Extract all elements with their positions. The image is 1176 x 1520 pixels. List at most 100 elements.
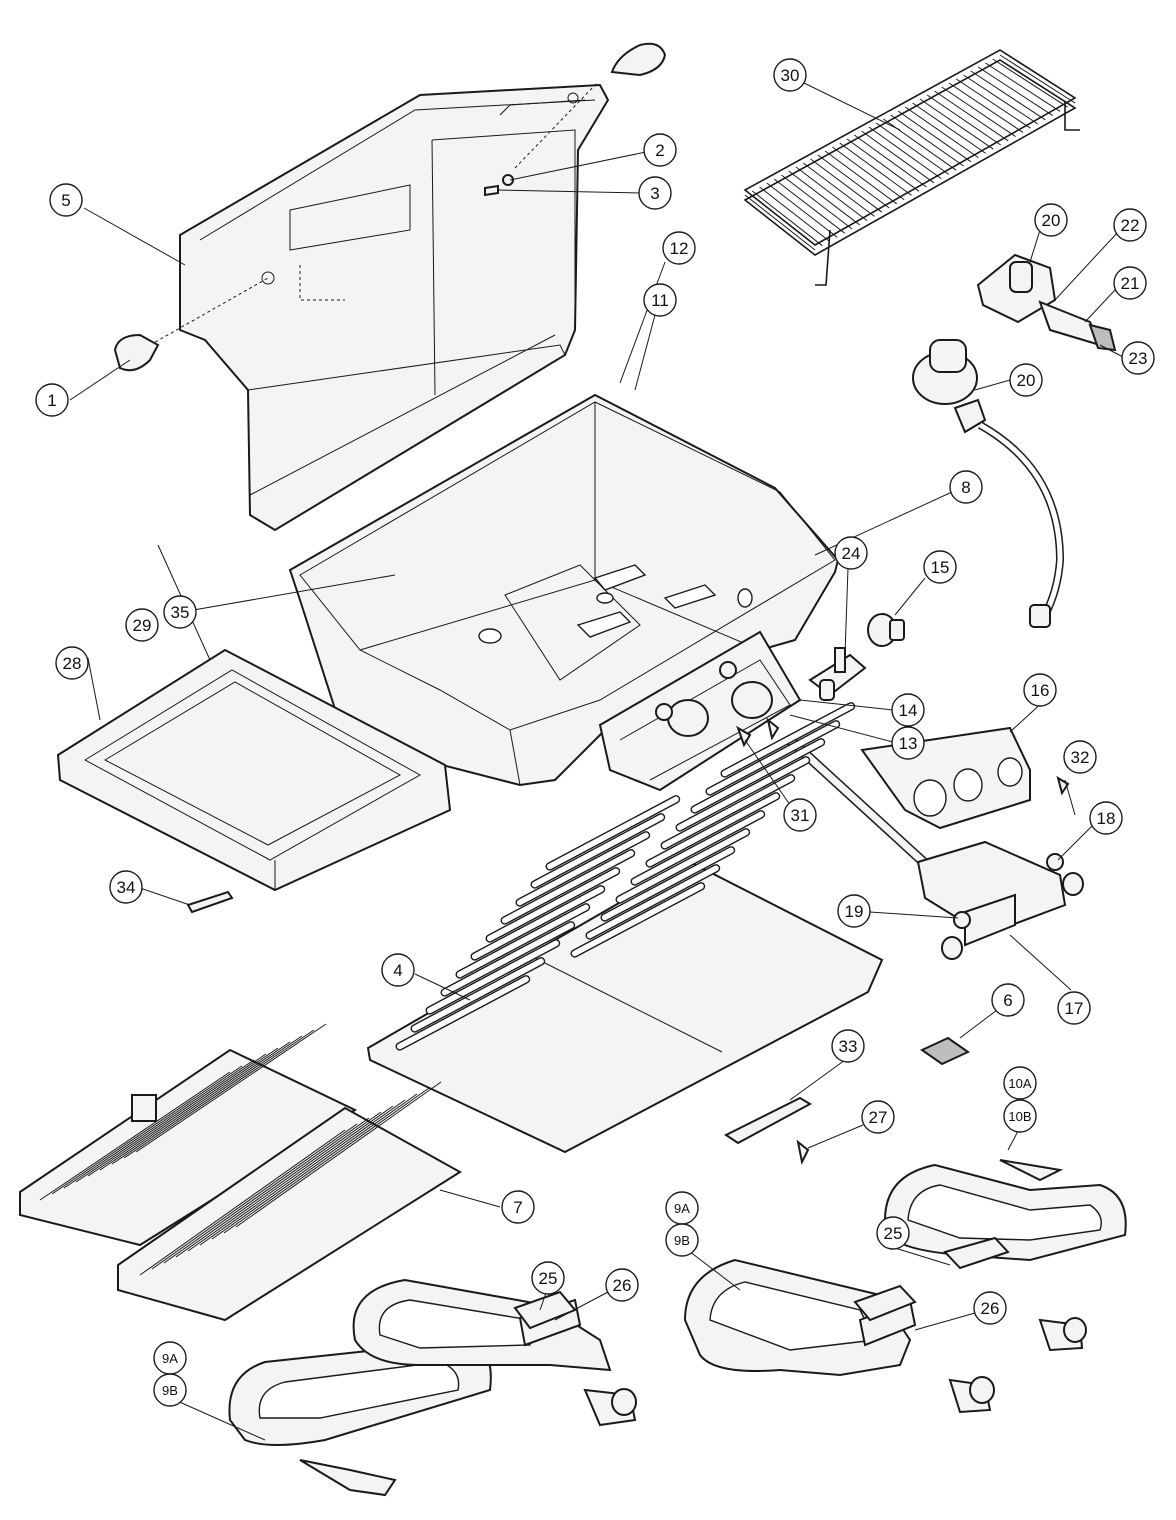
svg-text:32: 32 [1071,748,1090,767]
bolt [484,184,499,197]
burner-bracket [943,1236,1010,1270]
control-knob [867,613,905,647]
svg-text:21: 21 [1121,274,1140,293]
callout-7: 7 [501,1190,535,1224]
screw [796,1139,810,1166]
callout-29: 29 [125,608,159,642]
callout-26-left: 26 [605,1268,639,1302]
callout-21: 21 [1113,266,1147,300]
svg-text:34: 34 [117,878,136,897]
screw [1056,775,1070,796]
svg-text:16: 16 [1031,681,1050,700]
svg-text:5: 5 [61,191,70,210]
svg-text:33: 33 [839,1037,858,1056]
callout-19: 19 [837,894,871,928]
screw-34 [186,890,234,914]
svg-text:7: 7 [513,1198,522,1217]
svg-text:1: 1 [47,391,56,410]
callout-16: 16 [1023,673,1057,707]
svg-text:25: 25 [884,1224,903,1243]
burner-bracket [853,1284,917,1322]
svg-text:20: 20 [1017,371,1036,390]
callouts: 1 2 3 4 5 6 7 8 9A 9B 9A 9B 10A 10B 11 1… [35,58,1155,1407]
callout-18: 18 [1089,801,1123,835]
svg-text:20: 20 [1042,211,1061,230]
svg-text:25: 25 [539,1269,558,1288]
callout-22: 22 [1113,208,1147,242]
briquette-trays [19,1023,462,1322]
callout-1: 1 [35,383,69,417]
burner-right-inner [883,1159,1127,1352]
callout-33: 33 [831,1029,865,1063]
callout-12: 12 [662,231,696,265]
callout-9b-right: 9B [665,1223,699,1257]
svg-text:6: 6 [1003,991,1012,1010]
callout-8: 8 [949,470,983,504]
crossover-tube [786,736,1084,960]
callout-10a: 10A [1003,1066,1037,1100]
callout-6: 6 [991,983,1025,1017]
callout-24: 24 [834,536,868,570]
svg-text:35: 35 [171,603,190,622]
svg-text:17: 17 [1065,999,1084,1018]
callout-4: 4 [381,953,415,987]
callout-13: 13 [891,726,925,760]
callout-30: 30 [773,58,807,92]
callout-20-top: 20 [1034,203,1068,237]
control-panel [598,630,802,792]
svg-text:10B: 10B [1008,1109,1031,1124]
svg-text:19: 19 [845,902,864,921]
burner-left-inner [352,1278,637,1427]
svg-text:9B: 9B [674,1233,690,1248]
callout-11: 11 [643,283,677,317]
callout-25-right: 25 [876,1216,910,1250]
svg-text:8: 8 [961,478,970,497]
valve-assembly [976,253,1117,352]
callout-3: 3 [638,176,672,210]
cooking-grate [366,702,884,1154]
svg-text:12: 12 [670,239,689,258]
callout-23: 23 [1121,341,1155,375]
svg-text:14: 14 [899,701,918,720]
svg-text:31: 31 [791,806,810,825]
burner-left-outer [228,1338,492,1497]
svg-text:9A: 9A [162,1351,178,1366]
svg-text:15: 15 [931,558,950,577]
callout-9b-left: 9B [153,1373,187,1407]
lid [149,81,610,532]
callout-20-mid: 20 [1009,363,1043,397]
svg-text:3: 3 [650,184,659,203]
svg-text:2: 2 [655,141,664,160]
lp-regulator-hose [912,339,1065,628]
svg-text:4: 4 [393,961,402,980]
callout-35: 35 [163,595,197,629]
svg-text:27: 27 [869,1108,888,1127]
callout-25-left: 25 [531,1261,565,1295]
callout-9a-left: 9A [153,1341,187,1375]
washer [502,174,514,186]
callout-2: 2 [643,133,677,167]
svg-text:23: 23 [1129,349,1148,368]
svg-text:11: 11 [651,291,669,310]
callout-28: 28 [55,646,89,680]
leader-lines [69,81,1126,1441]
callout-26-right: 26 [973,1291,1007,1325]
svg-text:29: 29 [133,616,152,635]
manifold-valve [808,647,867,701]
burner-right-outer [683,1258,995,1414]
handle-knob-right [610,42,667,77]
svg-text:9A: 9A [674,1201,690,1216]
svg-text:28: 28 [63,654,82,673]
callout-9a-right: 9A [665,1191,699,1225]
svg-text:18: 18 [1097,809,1116,828]
callout-27: 27 [861,1100,895,1134]
callout-5: 5 [49,183,83,217]
screw [766,717,780,741]
callout-17: 17 [1057,991,1091,1025]
callout-34: 34 [109,870,143,904]
svg-text:30: 30 [781,66,800,85]
callout-32: 32 [1063,740,1097,774]
grease-cup [920,1036,970,1066]
heat-shield [860,726,1031,830]
